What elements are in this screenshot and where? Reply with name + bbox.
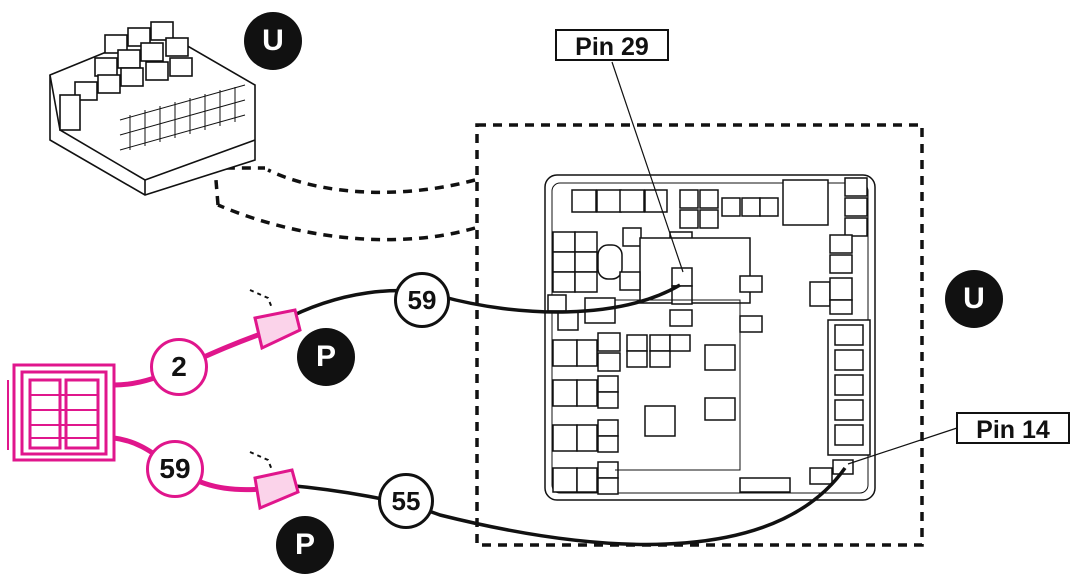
badge-u-top: U <box>244 12 302 70</box>
callout-arrow <box>217 203 476 242</box>
wire-59-circle: 59 <box>394 272 450 328</box>
connector-tail-top <box>249 289 273 309</box>
connector-tail-bottom <box>249 451 273 471</box>
harness-2-circle: 2 <box>150 338 208 396</box>
callout-arrow-inner <box>267 168 476 195</box>
wire-55 <box>284 466 847 547</box>
wire-55-circle: 55 <box>378 473 434 529</box>
pin29-leader <box>611 61 684 273</box>
small-fusebox-icon <box>49 21 256 196</box>
harness-59-circle: 59 <box>146 440 204 498</box>
pin-14-label: Pin 14 <box>956 412 1070 444</box>
pin-29-label: Pin 29 <box>555 29 669 61</box>
badge-p-bottom: P <box>276 516 334 574</box>
badge-u-right: U <box>945 270 1003 328</box>
badge-p-top: P <box>297 328 355 386</box>
pin14-leader <box>847 427 958 465</box>
arrowhead <box>213 166 265 206</box>
fusebox-board <box>544 174 876 501</box>
fusebox-callout-border <box>475 123 924 547</box>
